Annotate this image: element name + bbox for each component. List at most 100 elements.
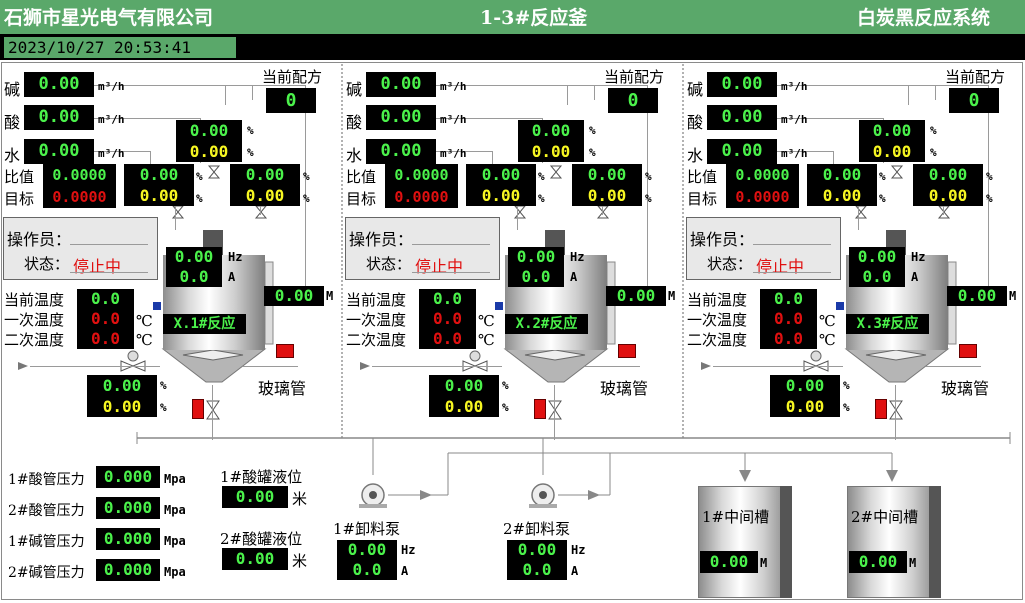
flow-unit: m³/h [98,147,125,160]
water-flow-value[interactable]: 0.00 [707,139,777,164]
valve2-opening-value[interactable]: 0.00 [466,185,536,206]
temp2-label: 二次温度 [687,331,748,349]
reactor-level-value[interactable]: 0.00 [606,286,666,306]
water-flow-value[interactable]: 0.00 [24,139,94,164]
valve3-flow-value[interactable]: 0.00 [913,164,983,185]
acid-flow-value[interactable]: 0.00 [24,105,94,130]
agitator-amp-value[interactable]: 0.0 [508,267,564,287]
valve1-opening-value[interactable]: 0.00 [859,141,925,162]
base-flow-value[interactable]: 0.00 [366,72,436,97]
pressure-value-2[interactable]: 0.000 [96,497,160,519]
pressure-label-1: 1#酸管压力 [8,472,85,488]
temp-sensor-icon [495,302,503,310]
target-value[interactable]: 0.0000 [385,186,458,208]
pressure-value-3[interactable]: 0.000 [96,528,160,550]
valve3-opening-value[interactable]: 0.00 [230,185,300,206]
outlet-opening-value[interactable]: 0.00 [429,396,499,417]
alarm-indicator[interactable] [618,344,636,358]
intermediate-tank-level-1[interactable]: 0.00 [700,551,758,573]
target-label: 目标 [4,190,35,208]
water-flow-value[interactable]: 0.00 [366,139,436,164]
pipe-segment [372,366,502,367]
base-flow-value[interactable]: 0.00 [24,72,94,97]
acid-tank-label-2: 2#酸罐液位 [220,530,303,548]
temp-sensor-icon [836,302,844,310]
reactor-tag[interactable]: X.2#反应 [505,314,588,334]
valve3-opening-value[interactable]: 0.00 [572,185,642,206]
pump-amp-value-2[interactable]: 0.0 [507,560,567,580]
current-temp-value[interactable]: 0.0 [419,289,476,309]
outlet-opening-value[interactable]: 0.00 [770,396,840,417]
outlet-flow-value[interactable]: 0.00 [429,375,499,396]
valve2-flow-value[interactable]: 0.00 [807,164,877,185]
valve3-flow-value[interactable]: 0.00 [230,164,300,185]
agitator-amp-value[interactable]: 0.0 [849,267,905,287]
valve1-flow-value[interactable]: 0.00 [859,120,925,141]
outlet-alarm-indicator[interactable] [875,399,887,419]
reactor-level-value[interactable]: 0.00 [264,286,324,306]
percent-unit: % [930,124,937,137]
reactor-tag[interactable]: X.3#反应 [846,314,929,334]
agitator-hz-value[interactable]: 0.00 [849,247,905,267]
temp1-label: 一次温度 [687,311,748,329]
temp2-value[interactable]: 0.0 [77,329,134,349]
acid-flow-value[interactable]: 0.00 [707,105,777,130]
acid-flow-value[interactable]: 0.00 [366,105,436,130]
outlet-alarm-indicator[interactable] [534,399,546,419]
pump-hz-value-1[interactable]: 0.00 [337,540,397,560]
pressure-value-1[interactable]: 0.000 [96,466,160,488]
outlet-opening-value[interactable]: 0.00 [87,396,157,417]
operator-panel[interactable] [3,217,158,280]
amp-unit: A [570,270,578,284]
temp1-value[interactable]: 0.0 [760,309,817,329]
outlet-flow-value[interactable]: 0.00 [87,375,157,396]
pipe-segment [432,85,592,86]
alarm-indicator[interactable] [276,344,294,358]
valve3-opening-value[interactable]: 0.00 [913,185,983,206]
recipe-value[interactable]: 0 [608,88,658,113]
pump-hz-value-2[interactable]: 0.00 [507,540,567,560]
acid-tank-level-1[interactable]: 0.00 [222,486,288,508]
valve1-opening-value[interactable]: 0.00 [518,141,584,162]
valve2-opening-value[interactable]: 0.00 [807,185,877,206]
ratio-value[interactable]: 0.0000 [726,164,799,186]
temp1-value[interactable]: 0.0 [77,309,134,329]
operator-panel[interactable] [686,217,841,280]
recipe-value[interactable]: 0 [266,88,316,113]
ratio-value[interactable]: 0.0000 [385,164,458,186]
reactor-tag[interactable]: X.1#反应 [163,314,246,334]
pressure-value-4[interactable]: 0.000 [96,559,160,581]
base-flow-value[interactable]: 0.00 [707,72,777,97]
ratio-value[interactable]: 0.0000 [43,164,116,186]
agitator-amp-value[interactable]: 0.0 [166,267,222,287]
valve1-opening-value[interactable]: 0.00 [176,141,242,162]
pipe-segment [647,85,648,290]
temp2-value[interactable]: 0.0 [419,329,476,349]
pipe-segment [517,185,518,230]
valve2-flow-value[interactable]: 0.00 [124,164,194,185]
valve3-flow-value[interactable]: 0.00 [572,164,642,185]
operator-panel[interactable] [345,217,500,280]
agitator-hz-value[interactable]: 0.00 [166,247,222,267]
pipe-segment [594,85,595,100]
current-temp-value[interactable]: 0.0 [760,289,817,309]
temp2-value[interactable]: 0.0 [760,329,817,349]
alarm-indicator[interactable] [959,344,977,358]
outlet-flow-value[interactable]: 0.00 [770,375,840,396]
target-value[interactable]: 0.0000 [43,186,116,208]
arrow-down-icon [886,470,898,482]
acid-tank-level-2[interactable]: 0.00 [222,548,288,570]
current-temp-value[interactable]: 0.0 [77,289,134,309]
recipe-value[interactable]: 0 [949,88,999,113]
valve2-opening-value[interactable]: 0.00 [124,185,194,206]
valve2-flow-value[interactable]: 0.00 [466,164,536,185]
temp1-value[interactable]: 0.0 [419,309,476,329]
valve1-flow-value[interactable]: 0.00 [176,120,242,141]
pump-amp-value-1[interactable]: 0.0 [337,560,397,580]
agitator-hz-value[interactable]: 0.00 [508,247,564,267]
intermediate-tank-level-2[interactable]: 0.00 [849,551,907,573]
valve1-flow-value[interactable]: 0.00 [518,120,584,141]
reactor-level-value[interactable]: 0.00 [947,286,1007,306]
target-value[interactable]: 0.0000 [726,186,799,208]
outlet-alarm-indicator[interactable] [192,399,204,419]
